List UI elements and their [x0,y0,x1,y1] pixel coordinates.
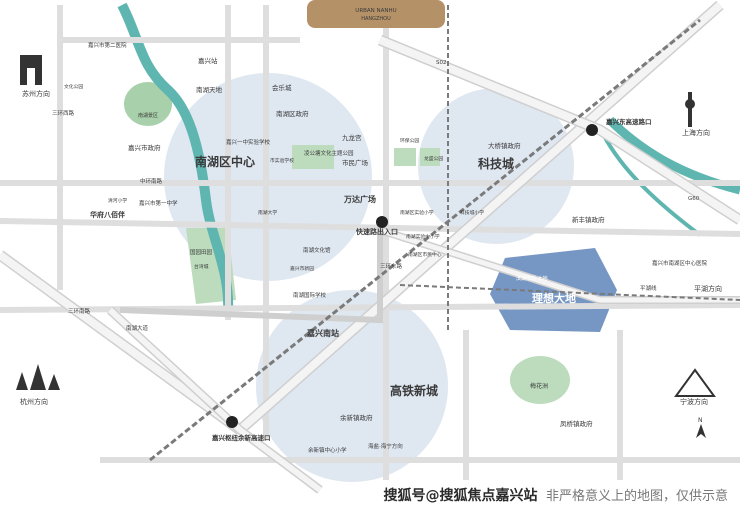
district-nanhu-center: 南湖区中心 [195,154,255,169]
poi-nanhu-jiaxing: 南湖区市民中心 [408,251,442,258]
landmark-labels: 嘉兴站 南湖天地 会乐城 南湖区政府 九龙宫 嘉兴市政府 南湖景区 凌公塘文化主… [88,41,708,454]
label-yizhong: 嘉兴一中实验学校 [226,138,271,146]
interchange-markers [226,124,598,428]
poi-keji-school: 科技城小学 [460,209,484,216]
direction-icons [16,55,716,397]
ningbo-bridge-icon [674,368,716,397]
brand-banner [307,0,445,28]
label-guoyuan: 国园田园 [190,249,213,256]
meihuazhou-park [510,356,570,404]
label-meihuazhou: 梅花洲 [530,382,548,390]
road-sanhuan-east: 三环东路 [380,262,403,270]
road-labels: 三环南路 三环西路 三环东路 中环南路 南湖大道 快速路出入口 嘉兴东高速路口 … [52,60,700,450]
shanghai-tower-icon [688,92,692,127]
label-jiulong: 九龙宫 [342,133,362,142]
poi-taiwan: 台湾城 [194,263,209,270]
label-shimin-square: 市民广场 [342,158,369,167]
label-intl-school: 南湖国际学校 [293,291,327,299]
kuaisu-interchange-icon [376,216,388,228]
district-gaotie: 高铁新城 [390,383,438,398]
brand-line2: HANGZHOU [361,16,391,22]
poi-fuzhou: 南湖区实验小学 [400,209,434,216]
dir-shanghai: 上海方向 [682,128,710,137]
dir-suzhou: 苏州方向 [22,89,50,98]
district-keji-city: 科技城 [478,156,514,171]
poi-longsheng: 龙盛公园 [424,155,443,162]
compass-north: N [698,417,703,424]
label-yuxin-gov: 余新镇政府 [340,413,373,422]
label-xinfeng-gov: 新丰镇政府 [572,215,605,224]
brand-line1: URBAN NANHU [355,8,396,14]
road-sanhuan-south: 三环南路 [68,307,91,315]
label-daqiao-gov: 大桥镇政府 [488,141,521,150]
district-lixiang-dadi-small: 滨湖理想·大地 [516,275,548,282]
hangzhou-pagoda-icon [16,372,28,390]
poi-labels: 南湖大学 南湖实验中小学 科技城小学 南湖区实验小学 环保公园 龙盛公园 市实验… [64,83,484,272]
poi-wenhua: 文化公园 [64,83,83,90]
lixiang-dadi-zone [490,248,617,332]
poi-jiaxingxinyuan: 嘉兴市新园 [290,265,314,272]
north-arrow-icon [696,424,706,438]
label-yuxin-school: 余新镇中心小学 [308,446,347,454]
poi-shiyan: 市实验学校 [270,157,294,164]
label-huafu: 华府八佰伴 [90,210,125,219]
dir-pinghu: 平湖方向 [694,284,722,293]
label-south-station: 嘉兴南站 [306,328,339,338]
road-s02: S02 [436,60,447,66]
label-lingong-park: 凌公塘文化主题公园 [304,149,354,157]
lingong-park [292,145,334,169]
label-center-school: 嘉兴市第一中学 [139,199,178,207]
road-sanhuan-west: 三环西路 [52,109,75,117]
district-lixiang-dadi: 理想大地 [532,291,576,305]
poi-jiaxing-daxue: 南湖大学 [258,209,277,216]
nanhu-scenic-park [124,82,172,126]
road-grid [0,5,740,480]
gaotie-circle [256,290,448,482]
direction-labels: 苏州方向 杭州方向 上海方向 宁波方向 平湖方向 [20,89,722,406]
label-nanhu-cultural: 南湖文化馆 [303,246,331,254]
label-jiaxing-station: 嘉兴站 [198,56,218,65]
footer-disclaimer: 非严格意义上的地图，仅供示意 [545,489,728,504]
road-haiyan: 海盐·海宁方向 [368,442,403,450]
highways [0,0,740,494]
footer: 搜狐号@搜狐焦点嘉兴站 非严格意义上的地图，仅供示意 [384,485,728,505]
yuxin-interchange-icon [226,416,238,428]
road-yuxin-exit: 嘉兴枢纽余新高速口 [211,433,271,442]
poi-qinghe: 清河小学 [108,197,127,204]
label-nanhu-tiandi: 南湖天地 [196,85,223,94]
road-jiaxing-east-exit: 嘉兴东高速路口 [605,117,652,126]
road-kuaisu-exit: 快速路出入口 [356,227,398,236]
road-g60: G60 [688,196,700,202]
label-second-hospital: 嘉兴市第二医院 [88,41,127,49]
green-block-1 [394,148,416,166]
poi-shiyan-xiaoxue: 南湖实验中小学 [406,233,440,240]
railways [149,5,740,462]
poi-huanbao: 环保公园 [400,137,419,144]
road-nanhu-avenue: 南湖大道 [126,324,149,332]
label-wanda: 万达广场 [343,194,376,204]
road-zhongshan: 中环南路 [140,177,163,185]
label-xiaxin: 嘉兴市南湖区中心医院 [652,259,708,267]
compass: N [696,417,706,438]
footer-watermark: 搜狐号@搜狐焦点嘉兴站 [383,488,538,504]
label-huilongcheng: 会乐城 [272,83,292,92]
river-west [117,2,234,311]
dir-hangzhou: 杭州方向 [20,397,48,406]
dir-ningbo: 宁波方向 [680,397,708,406]
road-pingyan: 平湖线 [640,284,657,292]
label-nanhu-scenic: 南湖景区 [138,112,158,119]
label-city-gov: 嘉兴市政府 [128,143,161,152]
jiaxing-east-interchange-icon [586,124,598,136]
keji-city-circle [418,88,574,244]
label-nanhu-gov: 南湖区政府 [276,109,309,118]
green-block-2 [420,148,440,166]
label-fengqiao-gov: 凤桥镇政府 [560,419,593,428]
